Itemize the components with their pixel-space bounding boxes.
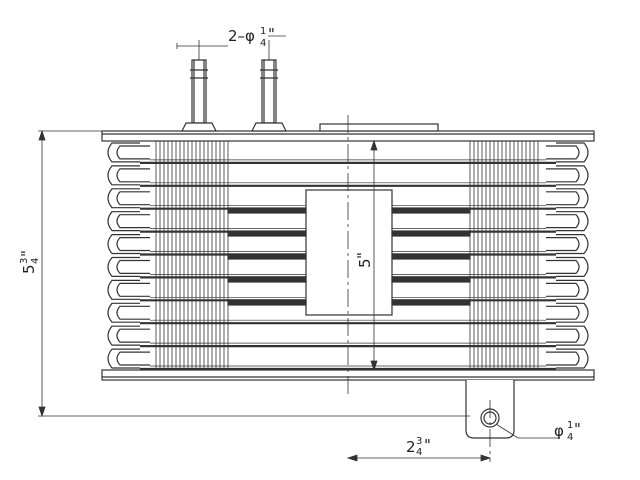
dim-hole-dia-num: 1 (567, 420, 573, 431)
inlet-tube (181, 59, 217, 132)
stub-right (391, 253, 471, 260)
stub-right (391, 276, 471, 283)
dim-tube-spec-unit: " (268, 25, 275, 43)
window-plate-stubs (227, 207, 471, 306)
stub-right (391, 207, 471, 214)
stub-left (227, 299, 307, 306)
stub-left (227, 207, 307, 214)
dim-hole-dia: φ 1 4 " (554, 420, 581, 443)
dim-height-outer: 5 3 4 " (18, 250, 41, 274)
outlet-tube (251, 59, 287, 132)
stub-left (227, 230, 307, 237)
cooling-fins (155, 141, 539, 370)
dim-height-inner-unit: " (354, 252, 372, 259)
center-window (305, 189, 393, 316)
dim-height-inner: 5 " (354, 252, 374, 268)
dim-bracket-offset-unit: " (424, 436, 431, 454)
dimension-lines (38, 35, 560, 462)
stub-right (391, 299, 471, 306)
dim-bracket-offset: 2 3 4 " (406, 436, 431, 458)
dim-height-outer-unit: " (18, 250, 36, 257)
plate-pair (107, 325, 589, 348)
dim-hole-dia-prefix: φ (554, 422, 564, 440)
dim-hole-dia-den: 4 (567, 432, 573, 443)
dim-height-outer-num: 3 (19, 258, 30, 264)
dim-bracket-offset-num: 3 (416, 436, 422, 447)
stub-right (391, 230, 471, 237)
stub-left (227, 276, 307, 283)
centerlines (347, 115, 491, 462)
dim-tube-spec-den: 4 (260, 38, 266, 49)
dim-tube-spec-prefix: 2–φ (228, 27, 255, 45)
dim-height-inner-whole: 5 (356, 258, 374, 268)
stub-left (227, 253, 307, 260)
dim-bracket-offset-den: 4 (416, 447, 422, 458)
dim-bracket-offset-whole: 2 (406, 438, 416, 456)
plate-pair (107, 142, 589, 164)
dim-hole-dia-unit: " (574, 420, 581, 438)
dim-height-outer-whole: 5 (20, 264, 38, 274)
dim-height-outer-den: 4 (30, 258, 41, 264)
dim-tube-spec-num: 1 (260, 26, 266, 37)
dim-tube-spec: 2–φ 1 4 " (228, 25, 275, 49)
